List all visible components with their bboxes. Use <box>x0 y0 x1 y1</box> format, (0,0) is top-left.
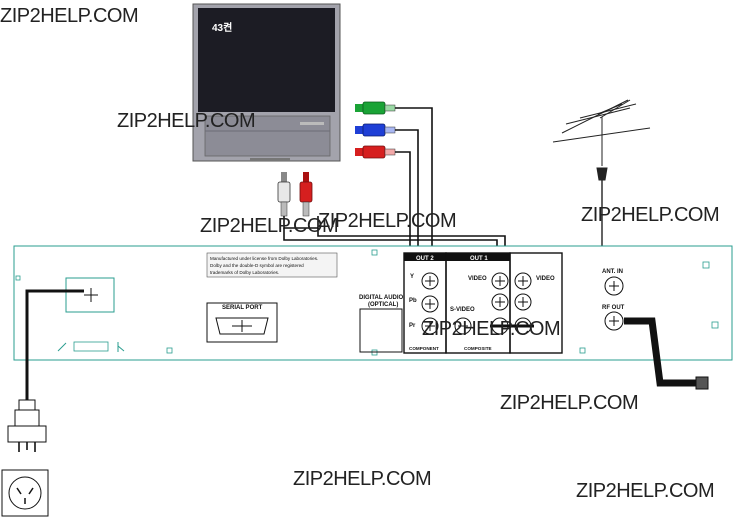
green-plug <box>355 101 396 115</box>
watermark: ZIP2HELP.COM <box>500 392 638 414</box>
ant-in-jack[interactable] <box>604 276 624 296</box>
audio-jack-l2[interactable] <box>514 293 532 311</box>
component-label: COMPONENT <box>409 346 439 351</box>
pb-label: Pb <box>409 298 417 304</box>
pr-label: Pr <box>409 323 416 329</box>
red-audio-plug <box>299 172 313 217</box>
composite-label: COMPOSITE <box>464 346 492 351</box>
blue-plug <box>355 123 396 137</box>
out2-label: OUT 2 <box>416 256 434 262</box>
audio-plugs <box>277 172 313 217</box>
video2-label: VIDEO <box>536 276 555 282</box>
out1-label: OUT 1 <box>470 256 488 262</box>
audio-jacks-block: VIDEO <box>490 252 563 354</box>
digital-audio-label: DIGITAL AUDIO <box>359 295 404 301</box>
pr-jack[interactable] <box>421 317 439 335</box>
digital-audio-optical[interactable]: DIGITAL AUDIO (OPTICAL) <box>359 295 404 353</box>
dolby-notice-line-3: trademarks of Dolby Laboratories. <box>210 270 279 275</box>
audio-jack-l[interactable] <box>491 293 509 311</box>
white-audio-plug <box>277 172 291 217</box>
tv-screen-label: 43켠 <box>212 21 232 34</box>
rf-out-jack[interactable] <box>604 311 624 331</box>
video-jack-2[interactable] <box>514 272 532 290</box>
television: 43켠 <box>192 3 341 162</box>
watermark: ZIP2HELP.COM <box>0 5 138 27</box>
watermark: ZIP2HELP.COM <box>117 110 255 132</box>
power-inlet[interactable] <box>65 277 115 313</box>
red-plug <box>355 145 396 159</box>
watermark: ZIP2HELP.COM <box>200 215 338 237</box>
rear-panel: Manufactured under license from Dolby La… <box>13 245 733 361</box>
watermark: ZIP2HELP.COM <box>576 480 714 502</box>
dolby-notice-line-2: Dolby and the double-D symbol are regist… <box>210 263 304 268</box>
antenna <box>552 99 651 291</box>
video-jack-1[interactable] <box>491 272 509 290</box>
wall-socket <box>1 469 49 517</box>
serial-port-label: SERIAL PORT <box>222 305 263 311</box>
ant-in-label: ANT. IN <box>602 269 623 275</box>
y-label: Y <box>410 274 414 280</box>
out1-composite-block: OUT 1 VIDEO S-VIDEO COMPOSITE <box>445 252 511 354</box>
watermarks: ZIP2HELP.COM ZIP2HELP.COM ZIP2HELP.COM Z… <box>0 5 720 502</box>
svideo-jack[interactable] <box>454 317 472 335</box>
rf-out-cable <box>624 317 709 390</box>
antenna-jacks: ANT. IN RF OUT <box>602 269 625 331</box>
watermark: ZIP2HELP.COM <box>422 318 560 340</box>
pb-jack[interactable] <box>421 295 439 313</box>
watermark: ZIP2HELP.COM <box>318 210 456 232</box>
component-plugs <box>355 101 396 159</box>
video1-label: VIDEO <box>468 276 487 282</box>
digital-audio-sub-label: (OPTICAL) <box>368 302 398 308</box>
rf-out-label: RF OUT <box>602 305 625 311</box>
rating-marks <box>57 341 125 352</box>
watermark: ZIP2HELP.COM <box>581 204 719 226</box>
serial-port[interactable]: SERIAL PORT <box>206 302 278 343</box>
svideo-label: S-VIDEO <box>450 307 475 313</box>
dolby-notice: Manufactured under license from Dolby La… <box>206 252 338 278</box>
dolby-notice-line-1: Manufactured under license from Dolby La… <box>210 256 318 261</box>
power-cord <box>7 289 84 452</box>
watermark: ZIP2HELP.COM <box>293 468 431 490</box>
y-jack[interactable] <box>421 272 439 290</box>
